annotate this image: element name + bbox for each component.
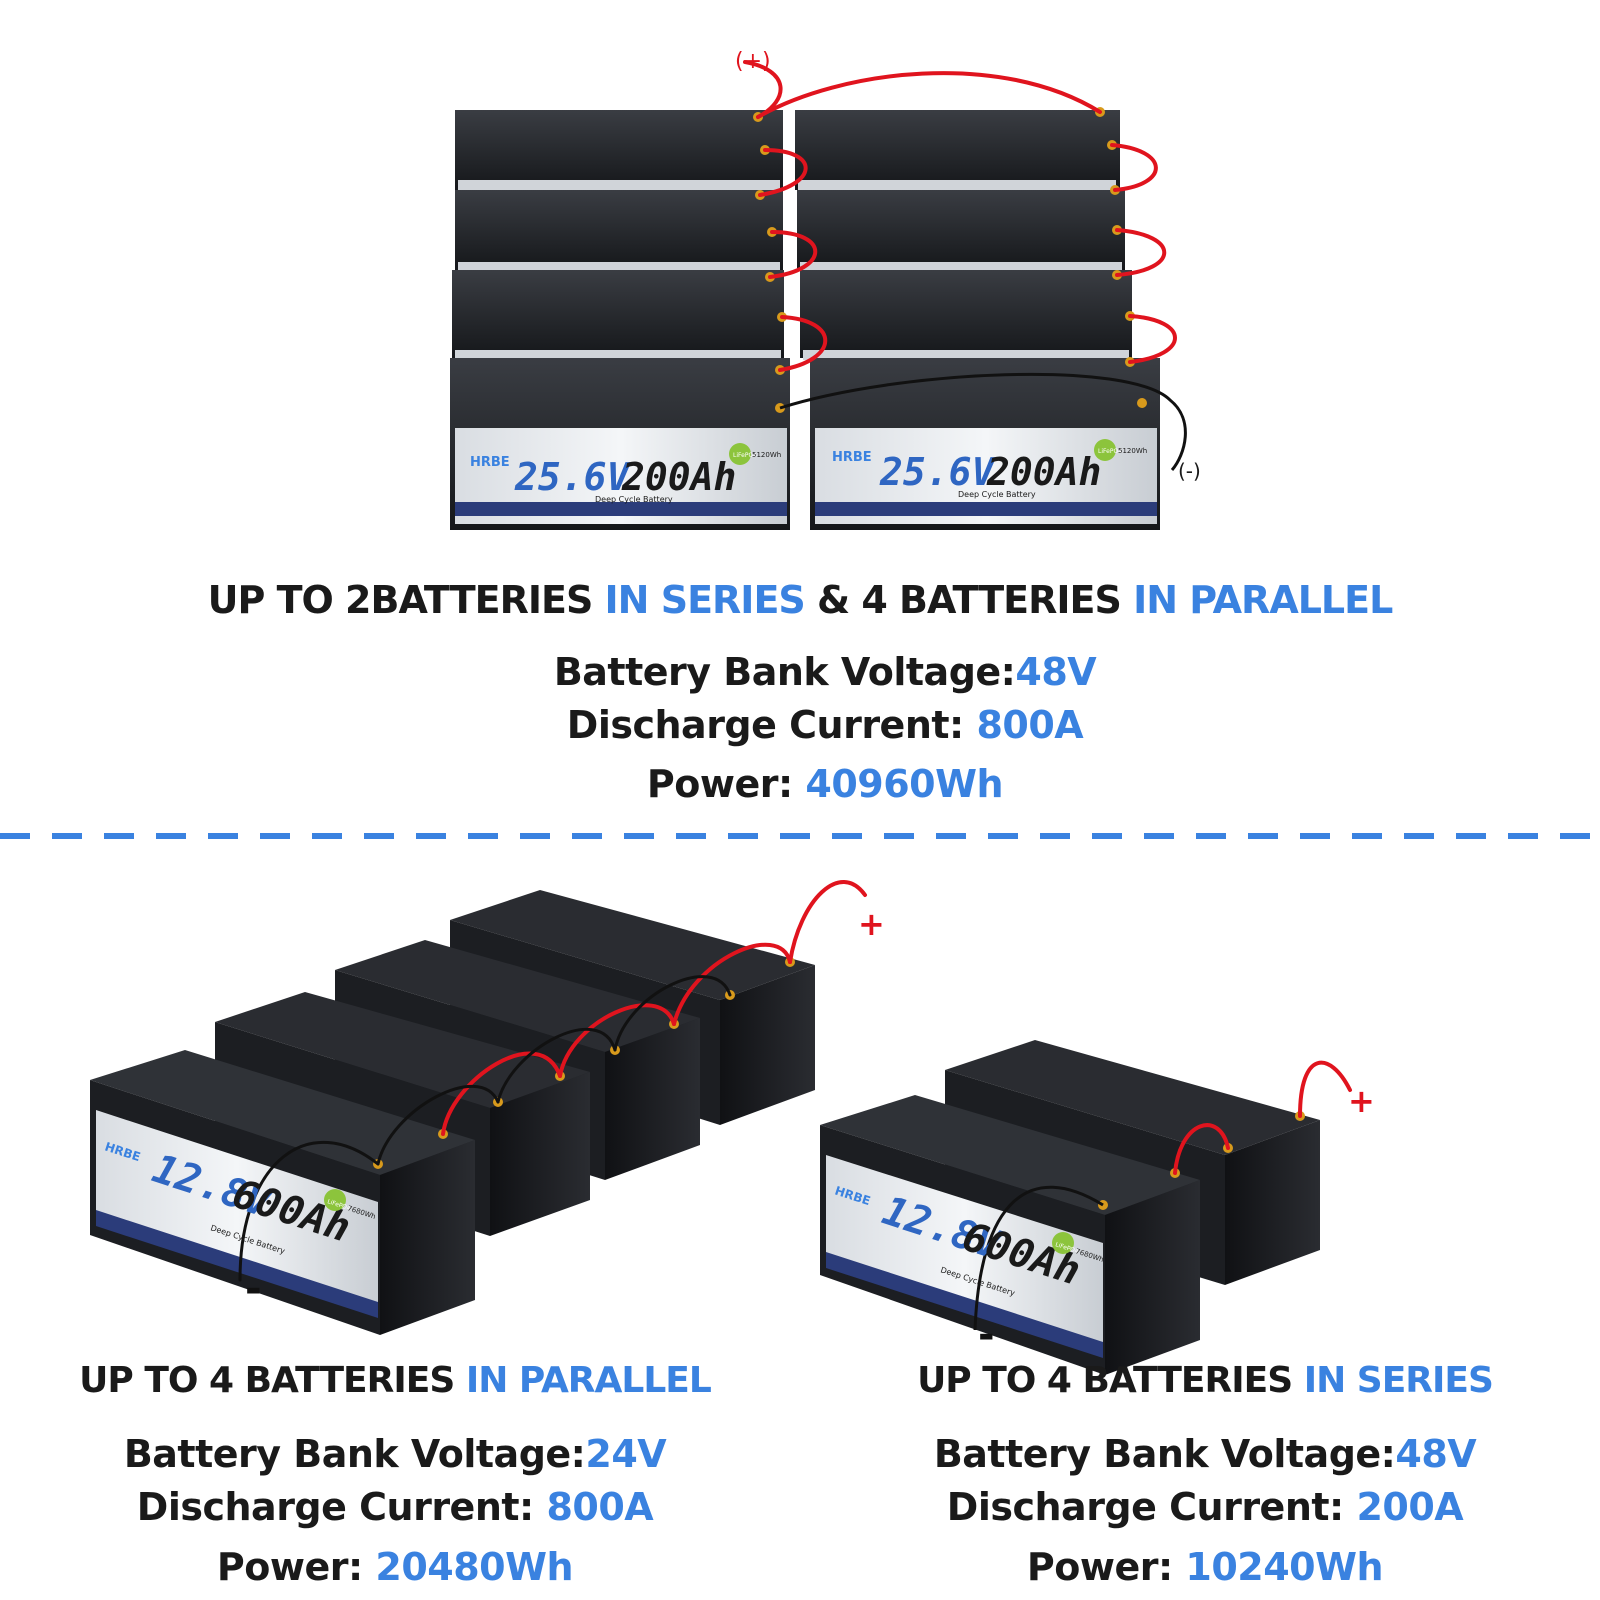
series-headline-part1: UP TO 4 BATTERIES	[917, 1360, 1304, 1401]
top-voltage-spec: Battery Bank Voltage:48V	[0, 650, 1600, 694]
series-current-spec: Discharge Current: 200A	[810, 1485, 1600, 1529]
battery-capacity: 200Ah	[986, 450, 1101, 494]
positive-terminal-label: (+)	[735, 49, 771, 74]
power-value: 20480Wh	[375, 1545, 574, 1589]
top-power-spec: Power: 40960Wh	[0, 762, 1600, 806]
series-voltage-spec: Battery Bank Voltage:48V	[810, 1432, 1600, 1476]
battery-capacity: 200Ah	[621, 455, 736, 499]
negative-terminal-label: (-)	[1178, 459, 1201, 483]
top-right-battery-label: HRBE 25.6V 200Ah Deep Cycle Battery LiFe…	[832, 439, 1147, 499]
current-label: Discharge Current:	[566, 703, 977, 747]
current-label: Discharge Current:	[946, 1485, 1357, 1529]
power-value: 40960Wh	[805, 762, 1004, 806]
parallel-voltage-spec: Battery Bank Voltage:24V	[0, 1432, 790, 1476]
battery-voltage: 25.6V	[879, 450, 997, 494]
current-label: Discharge Current:	[136, 1485, 547, 1529]
top-headline: UP TO 2BATTERIES IN SERIES & 4 BATTERIES…	[0, 578, 1600, 622]
battery-top-right-1	[795, 110, 1120, 190]
series-battery-bank: HRBE 12.8V 600Ah Deep Cycle Battery LiFe…	[820, 1040, 1375, 1375]
series-headline: UP TO 4 BATTERIES IN SERIES	[810, 1360, 1600, 1401]
battery-voltage: 25.6V	[514, 455, 632, 499]
top-left-battery-label: HRBE 25.6V 200Ah Deep Cycle Battery LiFe…	[470, 443, 781, 504]
battery-energy: 5120Wh	[752, 451, 781, 459]
top-headline-parallel: IN PARALLEL	[1133, 578, 1393, 622]
positive-terminal-label: +	[858, 905, 885, 943]
voltage-label: Battery Bank Voltage:	[933, 1432, 1396, 1476]
battery-brand: HRBE	[470, 455, 510, 470]
power-label: Power:	[216, 1545, 376, 1589]
top-battery-stack: HRBE 25.6V 200Ah Deep Cycle Battery LiFe…	[450, 49, 1201, 530]
battery-top-left-1	[455, 110, 783, 190]
current-value: 200A	[1356, 1485, 1464, 1529]
negative-terminal-label: -	[978, 1312, 995, 1358]
parallel-headline: UP TO 4 BATTERIES IN PARALLEL	[0, 1360, 790, 1401]
parallel-headline-part1: UP TO 4 BATTERIES	[79, 1360, 466, 1401]
series-battery-1	[820, 1095, 1200, 1375]
parallel-power-spec: Power: 20480Wh	[0, 1545, 790, 1589]
power-label: Power:	[646, 762, 806, 806]
series-power-spec: Power: 10240Wh	[810, 1545, 1600, 1589]
voltage-value: 48V	[1395, 1432, 1477, 1476]
power-value: 10240Wh	[1185, 1545, 1384, 1589]
section-divider	[0, 833, 1600, 839]
battery-top-right-2	[797, 190, 1125, 272]
voltage-value: 48V	[1015, 650, 1097, 694]
battery-chem: LiFePO4	[733, 452, 757, 459]
battery-top-left-4	[450, 358, 790, 530]
battery-top-left-3	[452, 270, 784, 360]
positive-terminal-label: +	[1348, 1082, 1375, 1120]
voltage-value: 24V	[585, 1432, 667, 1476]
top-current-spec: Discharge Current: 800A	[0, 703, 1600, 747]
parallel-battery-1	[90, 1050, 475, 1335]
battery-top-left-2	[455, 190, 783, 272]
battery-type: Deep Cycle Battery	[595, 495, 673, 504]
battery-type: Deep Cycle Battery	[958, 490, 1036, 499]
top-headline-series: IN SERIES	[604, 578, 806, 622]
parallel-headline-hl: IN PARALLEL	[465, 1360, 712, 1401]
top-headline-part2: & 4 BATTERIES	[804, 578, 1134, 622]
voltage-label: Battery Bank Voltage:	[123, 1432, 586, 1476]
battery-energy: 5120Wh	[1118, 447, 1147, 455]
battery-brand: HRBE	[832, 450, 872, 465]
power-label: Power:	[1026, 1545, 1186, 1589]
series-headline-hl: IN SERIES	[1303, 1360, 1494, 1401]
top-headline-part1: UP TO 2BATTERIES	[207, 578, 605, 622]
voltage-label: Battery Bank Voltage:	[553, 650, 1016, 694]
parallel-battery-bank: HRBE 12.8V 600Ah Deep Cycle Battery LiFe…	[90, 880, 885, 1335]
battery-chem: LiFePO4	[1098, 448, 1122, 455]
parallel-current-spec: Discharge Current: 800A	[0, 1485, 790, 1529]
current-value: 800A	[546, 1485, 654, 1529]
current-value: 800A	[976, 703, 1084, 747]
negative-terminal-label: -	[245, 1266, 262, 1312]
battery-top-right-3	[800, 270, 1132, 360]
